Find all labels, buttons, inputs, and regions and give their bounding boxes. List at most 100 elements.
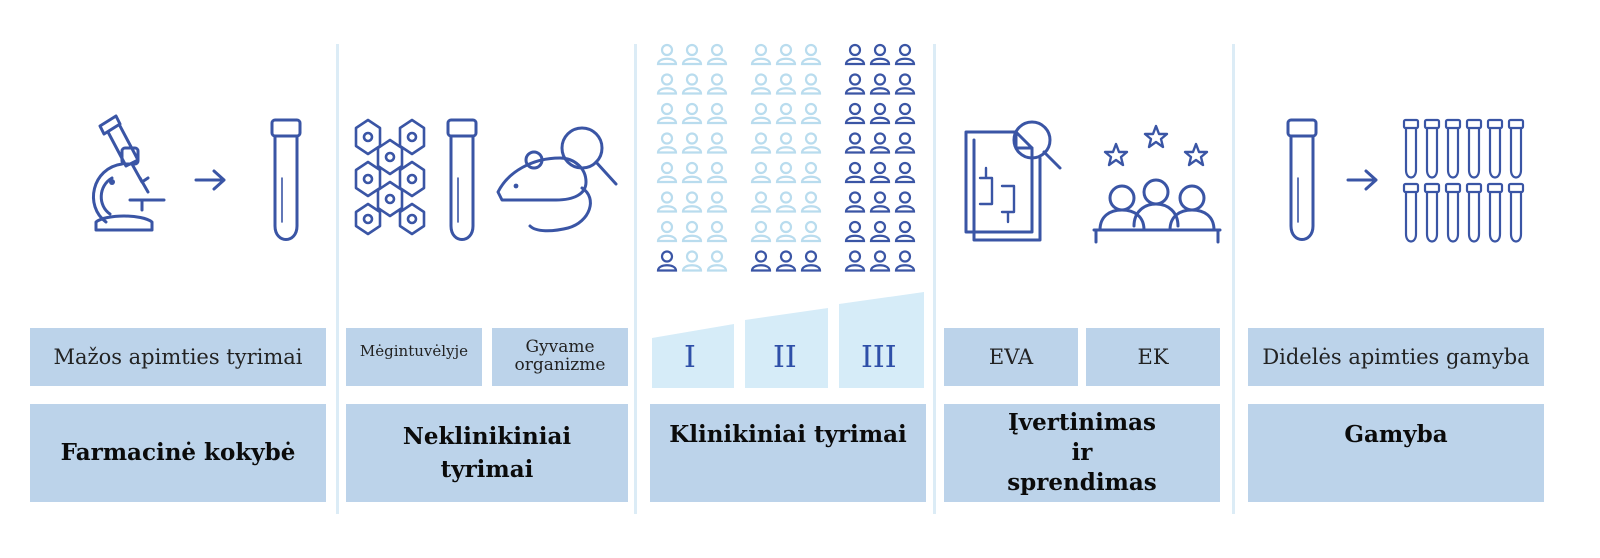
ema-label: EVA [944, 328, 1078, 386]
cells-icon [354, 118, 426, 236]
person-icon [894, 73, 916, 95]
person-icon [775, 73, 797, 95]
person-icon [869, 102, 891, 125]
person-icon [681, 102, 703, 125]
in-vitro-label: Mėgintuvėlyje [346, 328, 482, 386]
person-icon [869, 43, 891, 66]
person-icon [750, 161, 772, 184]
phase-label-2: II [773, 340, 797, 375]
small-tube-icon [1423, 182, 1441, 243]
person-icon [681, 132, 703, 154]
ec-label: EK [1086, 328, 1220, 386]
small-tube-icon [1507, 182, 1525, 243]
person-icon [869, 220, 891, 243]
stage-divider [336, 44, 339, 514]
person-icon [750, 250, 772, 272]
small-tube-icon [1486, 118, 1504, 179]
phase-label-3: III [861, 340, 897, 375]
small-tube-icon [1423, 118, 1441, 179]
person-icon [656, 161, 678, 184]
phase-label-1: I [684, 340, 696, 375]
person-icon [706, 220, 728, 243]
person-icon [656, 132, 678, 154]
in-vivo-label: Gyvame organizme [492, 328, 628, 386]
stage-divider [933, 44, 936, 514]
person-icon [750, 191, 772, 213]
person-icon [775, 220, 797, 243]
person-icon [894, 161, 916, 184]
person-icon [894, 191, 916, 213]
small-tube-icon [1465, 118, 1483, 179]
person-icon [706, 102, 728, 125]
person-icon [894, 220, 916, 243]
stage-title-manufacturing: Gamyba [1248, 404, 1544, 502]
person-icon [706, 132, 728, 154]
person-icon [656, 102, 678, 125]
microscope-icon [91, 114, 166, 232]
person-icon [869, 250, 891, 272]
person-icon [869, 73, 891, 95]
person-icon [844, 73, 866, 95]
person-icon [775, 132, 797, 154]
person-icon [869, 132, 891, 154]
person-icon [844, 220, 866, 243]
arrow-right-icon [1346, 169, 1378, 191]
people-group-icon [656, 43, 916, 272]
person-icon [800, 191, 822, 213]
person-icon [844, 161, 866, 184]
small-tube-icon [1444, 182, 1462, 243]
person-icon [800, 220, 822, 243]
person-icon [800, 73, 822, 95]
test-tube-icon [446, 118, 478, 241]
arrow-right-icon [194, 169, 226, 191]
stage-title-clinical-trials: Klinikiniai tyrimai [650, 404, 926, 502]
phase-step-2 [745, 308, 828, 388]
tube-rack-icon [1402, 118, 1525, 243]
person-icon [775, 161, 797, 184]
person-icon [681, 191, 703, 213]
person-icon [750, 43, 772, 66]
person-icon [706, 73, 728, 95]
person-icon [706, 191, 728, 213]
person-icon [750, 132, 772, 154]
mouse-magnifier-icon [496, 126, 618, 233]
person-icon [775, 250, 797, 272]
person-icon [656, 43, 678, 66]
person-icon [869, 191, 891, 213]
small-tube-icon [1465, 182, 1483, 243]
person-icon [656, 191, 678, 213]
person-icon [775, 43, 797, 66]
person-icon [681, 250, 703, 272]
person-icon [894, 250, 916, 272]
phase-steps [652, 292, 924, 388]
person-icon [656, 220, 678, 243]
small-tube-icon [1444, 118, 1462, 179]
person-icon [681, 220, 703, 243]
stage-title-evaluation-decision: Įvertinimas ir sprendimas [944, 404, 1220, 502]
person-icon [800, 250, 822, 272]
test-tube-icon [270, 118, 302, 241]
person-icon [800, 132, 822, 154]
person-icon [706, 161, 728, 184]
person-icon [706, 250, 728, 272]
person-icon [844, 102, 866, 125]
person-icon [750, 220, 772, 243]
person-icon [844, 43, 866, 66]
small-tube-icon [1402, 182, 1420, 243]
person-icon [656, 73, 678, 95]
small-tube-icon [1507, 118, 1525, 179]
person-icon [844, 250, 866, 272]
person-icon [800, 43, 822, 66]
person-icon [800, 161, 822, 184]
person-icon [869, 161, 891, 184]
stage-title-nonclinical-studies: Neklinikiniai tyrimai [346, 404, 628, 502]
person-icon [750, 73, 772, 95]
stage-divider [634, 44, 637, 514]
stage-title-pharmaceutical-quality: Farmacinė kokybė [30, 404, 326, 502]
person-icon [775, 102, 797, 125]
small-tube-icon [1402, 118, 1420, 179]
small-scale-studies-label: Mažos apimties tyrimai [30, 328, 326, 386]
person-icon [894, 132, 916, 154]
phase-step-1 [652, 324, 734, 388]
stage-divider [1232, 44, 1235, 514]
